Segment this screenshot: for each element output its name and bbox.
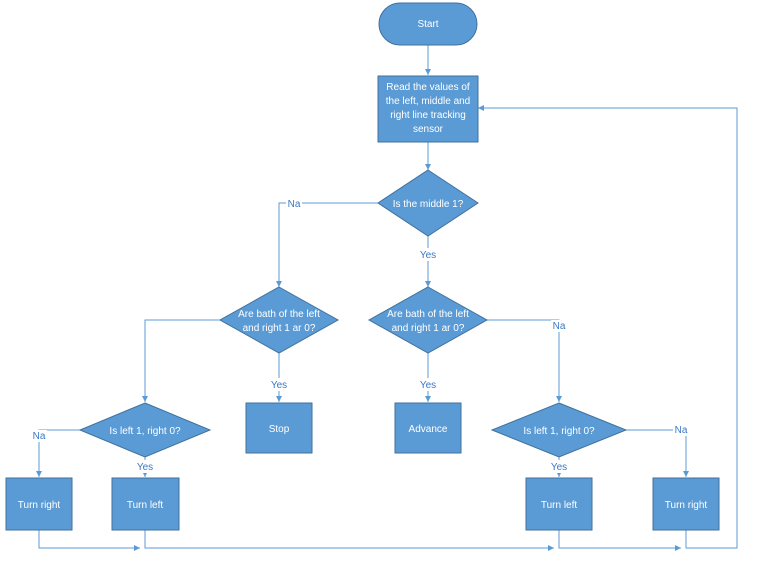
both-left-label-line1: Are bath of the left	[238, 309, 320, 320]
advance-label: Advance	[409, 424, 448, 435]
both-left-decision: Are bath of the left and right 1 ar 0?	[218, 286, 340, 354]
connectors	[36, 45, 738, 551]
stop-label: Stop	[269, 424, 290, 435]
turn-left-process-1: Turn left	[111, 477, 180, 531]
edge-middle-no	[276, 202, 379, 287]
start-label: Start	[417, 19, 438, 30]
label-middle-yes: Yes	[420, 250, 436, 261]
both-left-label-line2: and right 1 ar 0?	[243, 323, 316, 334]
turn-right-2-label: Turn right	[665, 500, 708, 511]
label-isleftright-yes: Yes	[551, 462, 567, 473]
isleft-left-label: Is left 1, right 0?	[109, 426, 181, 437]
edge-isleftright-no	[626, 429, 689, 477]
label-isleftright-no: Na	[675, 425, 688, 436]
label-isleftleft-yes: Yes	[137, 462, 153, 473]
read-label-line2: the left, middle and	[386, 96, 471, 107]
middle-decision-label: Is the middle 1?	[393, 199, 464, 210]
label-bothright-yes: Yes	[420, 380, 436, 391]
edge-bothright-no	[487, 319, 562, 402]
both-right-label-line2: and right 1 ar 0?	[392, 323, 465, 334]
isleft-right-label: Is left 1, right 0?	[523, 426, 595, 437]
label-isleftleft-no: Na	[33, 431, 46, 442]
label-bothleft-yes: Yes	[271, 380, 287, 391]
middle-decision: Is the middle 1?	[377, 169, 479, 237]
stop-process: Stop	[245, 402, 313, 454]
isleft-right-decision: Is left 1, right 0?	[490, 402, 628, 458]
start-terminator: Start	[378, 2, 478, 46]
nodes: Start Read the values of the left, middl…	[5, 2, 720, 531]
turn-right-process-2: Turn right	[652, 477, 720, 531]
turn-right-process-1: Turn right	[5, 477, 73, 531]
edge-bothleft-no	[142, 319, 220, 402]
turn-left-process-2: Turn left	[525, 477, 593, 531]
read-label-line4: sensor	[413, 124, 444, 135]
edge-loopback	[478, 105, 738, 549]
label-middle-no: Na	[288, 199, 301, 210]
edge-turnleft2-bus	[558, 530, 681, 551]
edge-bottom-bus	[144, 530, 554, 551]
read-sensors-process: Read the values of the left, middle and …	[377, 75, 479, 143]
turn-left-2-label: Turn left	[541, 500, 578, 511]
both-right-decision: Are bath of the left and right 1 ar 0?	[367, 286, 489, 354]
turn-right-1-label: Turn right	[18, 500, 61, 511]
both-right-label-line1: Are bath of the left	[387, 309, 469, 320]
turn-left-1-label: Turn left	[127, 500, 164, 511]
edge-labels: Na Yes Yes Yes Na Na Yes Yes Na	[31, 197, 689, 473]
read-label-line3: right line tracking	[390, 110, 466, 121]
edge-turnright1-bottom	[38, 530, 140, 551]
advance-process: Advance	[394, 402, 462, 454]
isleft-left-decision: Is left 1, right 0?	[78, 402, 212, 458]
label-bothright-no: Na	[553, 321, 566, 332]
read-label-line1: Read the values of	[386, 82, 470, 93]
